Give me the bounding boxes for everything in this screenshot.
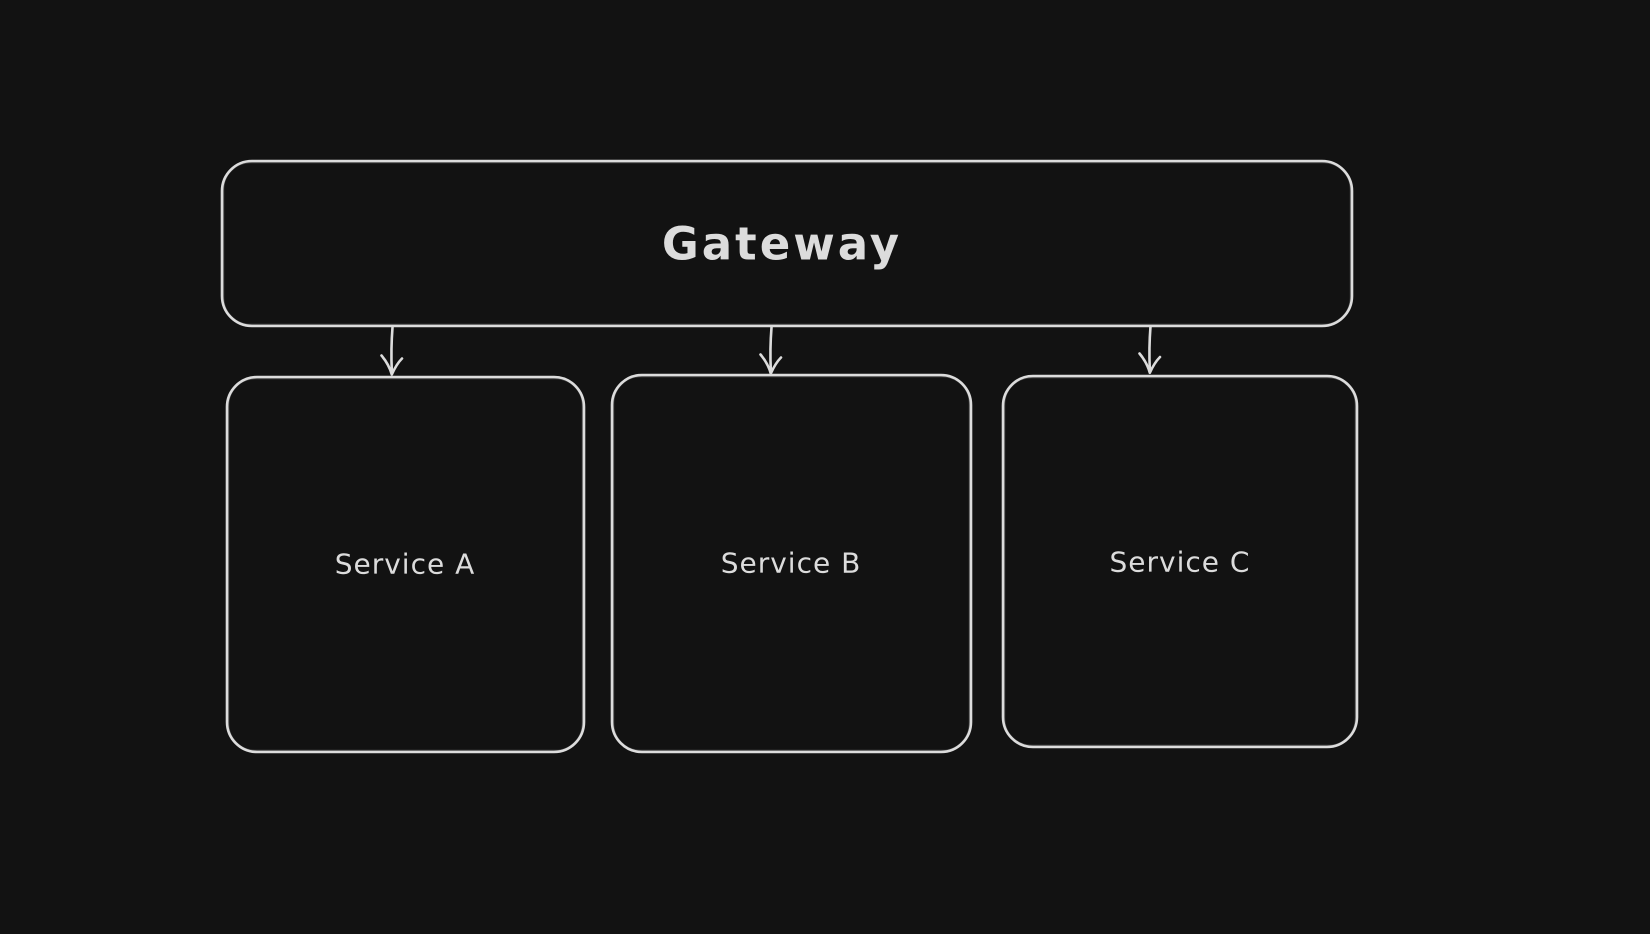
service-a-box-overdraw: [227, 377, 584, 752]
edge-gateway-service-b[interactable]: [759, 326, 783, 375]
service-c-label: Service C: [1110, 546, 1251, 579]
arrow-head: [1138, 352, 1162, 375]
gateway-label: Gateway: [662, 218, 902, 271]
node-service-b[interactable]: Service B: [610, 373, 973, 754]
gateway-box-outline: [220, 159, 1354, 328]
service-b-label: Service B: [721, 547, 862, 580]
node-service-c[interactable]: Service C: [1001, 374, 1359, 749]
service-b-box-outline: [610, 373, 973, 754]
node-service-a[interactable]: Service A: [225, 375, 586, 754]
arrow-shaft: [1148, 325, 1152, 371]
service-c-box-outline: [1001, 374, 1359, 749]
arrow-shaft: [390, 326, 394, 373]
arrow-head: [759, 353, 783, 375]
node-gateway[interactable]: Gateway: [220, 159, 1354, 328]
gateway-box-overdraw: [222, 161, 1352, 326]
edge-gateway-service-a[interactable]: [380, 326, 404, 376]
service-a-box-outline: [225, 375, 586, 754]
service-b-box-overdraw: [612, 375, 971, 752]
service-a-label: Service A: [335, 548, 476, 581]
service-c-box-overdraw: [1003, 376, 1357, 747]
edge-gateway-service-c[interactable]: [1138, 325, 1162, 375]
arrow-head: [380, 354, 404, 376]
arrow-shaft: [769, 326, 773, 372]
